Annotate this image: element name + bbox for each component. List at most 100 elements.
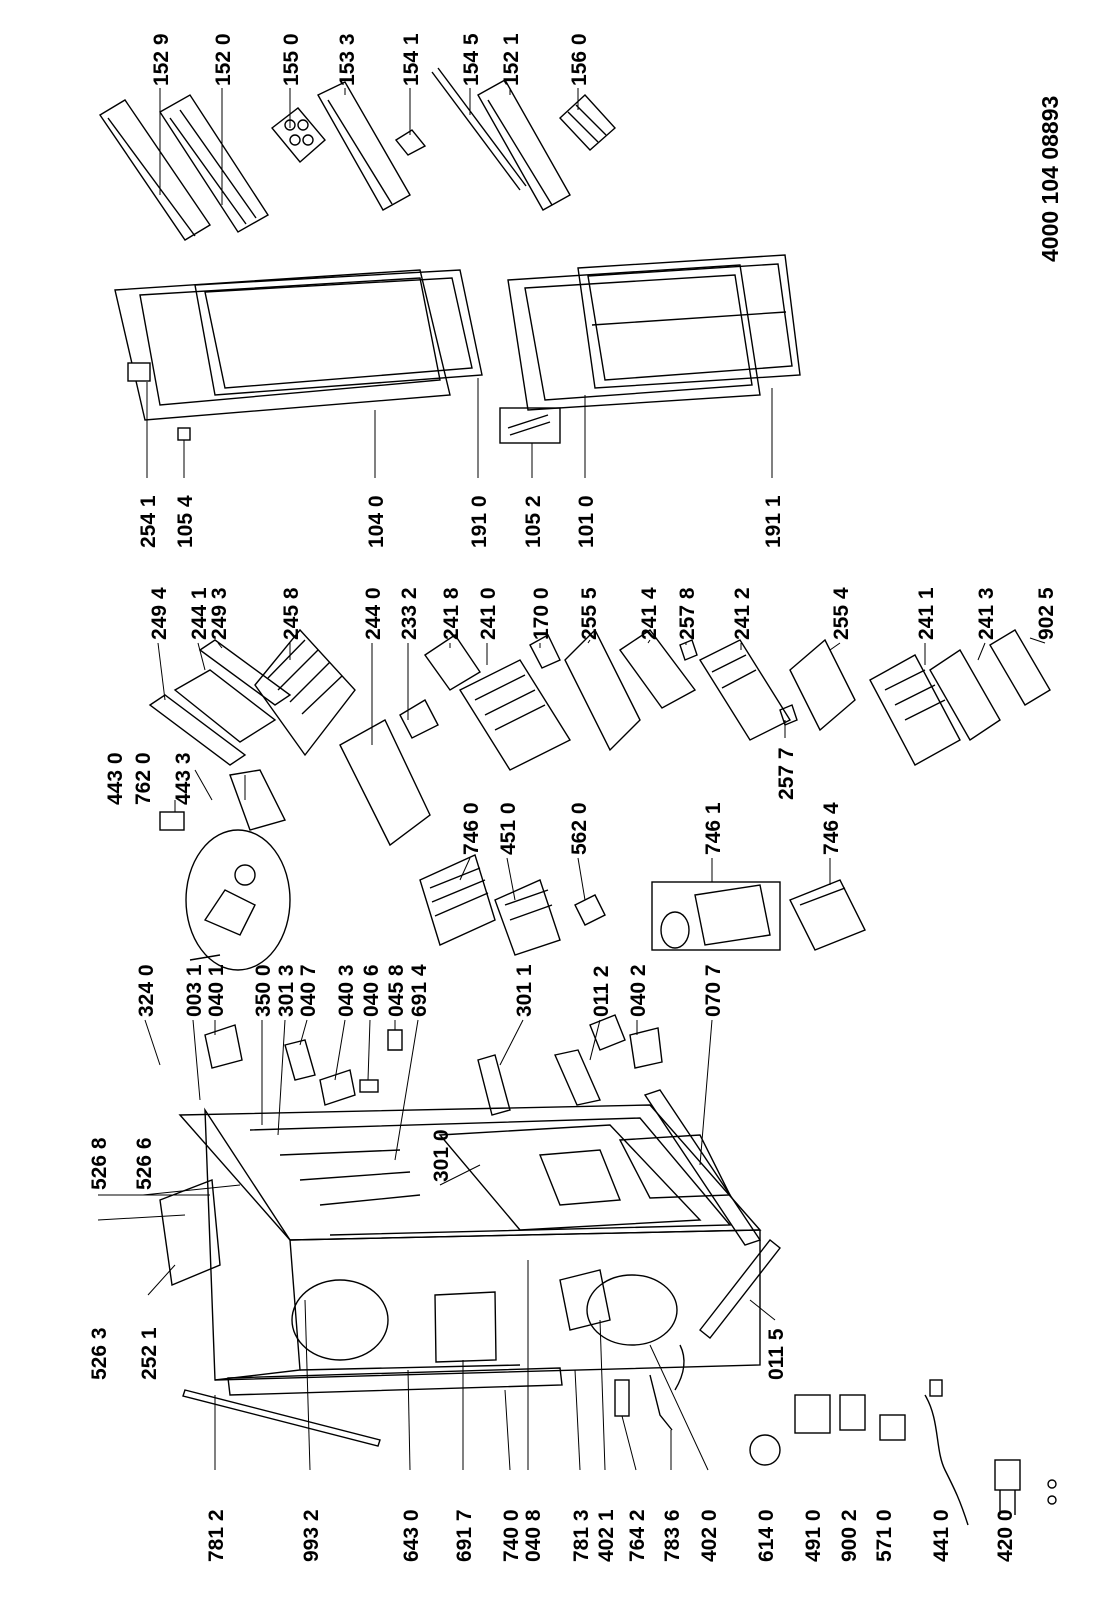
part-label-255-4: 255 4: [830, 587, 853, 640]
part-label-781-2: 781 2: [205, 1509, 228, 1562]
hinge-bracket-part: [284, 1039, 379, 1106]
part-label-152-0: 152 0: [212, 33, 235, 86]
part-label-011-2: 011 2: [590, 966, 613, 1017]
door-handle-part: [127, 362, 151, 382]
part-label-254-1: 254 1: [137, 495, 160, 548]
hinge-kit-part: [499, 407, 561, 444]
part-label-105-2: 105 2: [522, 495, 545, 548]
part-label-993-2: 993 2: [300, 1509, 323, 1562]
front-rail-part: [699, 1239, 781, 1339]
freezer-door-part: [507, 254, 801, 411]
part-label-691-7: 691 7: [453, 1509, 476, 1562]
part-label-011-5: 011 5: [765, 1328, 788, 1380]
ice-tray-part: [559, 94, 616, 151]
part-label-900-2: 900 2: [838, 1509, 861, 1562]
part-label-783-6: 783 6: [661, 1509, 684, 1562]
part-label-443-0: 443 0: [104, 752, 127, 805]
trim-strip-part: [989, 629, 1051, 706]
leader-lines: [97, 88, 1046, 1471]
cabinet-back-part: [214, 1230, 761, 1381]
bracket-small-part: [879, 1414, 906, 1441]
part-label-301-0: 301 0: [430, 1129, 453, 1182]
part-label-040-7: 040 7: [297, 964, 320, 1017]
part-label-526-3: 526 3: [88, 1327, 111, 1380]
thermostat-bracket-part: [574, 894, 606, 926]
shelf-clip-part: [394, 129, 427, 156]
cabinet-part: [178, 1104, 762, 1381]
part-label-191-1: 191 1: [762, 495, 785, 548]
part-label-301-1: 301 1: [513, 964, 536, 1017]
hinge-pin-part: [177, 427, 191, 441]
control-panel-kit-part: [651, 881, 781, 951]
part-label-040-6: 040 6: [360, 964, 383, 1017]
fan-cover-part: [159, 769, 287, 831]
lower-door-shelf-part: [477, 79, 571, 211]
part-label-526-6: 526 6: [133, 1137, 156, 1190]
part-label-249-3: 249 3: [208, 587, 231, 640]
condenser-part: [227, 1367, 563, 1396]
part-label-350-0: 350 0: [252, 964, 275, 1017]
part-label-764-2: 764 2: [626, 1509, 649, 1562]
part-label-241-4: 241 4: [638, 587, 661, 640]
part-label-324-0: 324 0: [135, 964, 158, 1017]
part-label-170-0: 170 0: [530, 587, 553, 640]
part-label-152-9: 152 9: [150, 33, 173, 86]
part-label-420-0: 420 0: [994, 1509, 1017, 1562]
plinth-part: [643, 1089, 762, 1246]
fridge-door-part: [114, 269, 483, 421]
part-label-152-1: 152 1: [500, 33, 523, 86]
drawer-rail-part: [529, 634, 561, 669]
freezer-plate-part: [789, 638, 856, 732]
drawer-stop-part: [679, 639, 798, 726]
overload-part: [794, 1394, 831, 1434]
part-label-104-0: 104 0: [365, 495, 388, 548]
part-label-241-8: 241 8: [440, 587, 463, 640]
part-label-241-3: 241 3: [975, 587, 998, 640]
part-label-402-0: 402 0: [698, 1509, 721, 1562]
freezer-flap-lower-part: [929, 649, 1001, 741]
part-label-101-0: 101 0: [575, 495, 598, 548]
top-panel-part: [159, 1179, 221, 1286]
wire-loom-part: [434, 1291, 497, 1363]
part-label-571-0: 571 0: [873, 1509, 896, 1562]
hinge-part: [204, 1024, 663, 1069]
part-label-154-5: 154 5: [460, 33, 483, 86]
part-label-156-0: 156 0: [568, 33, 591, 86]
fan-assembly-part: [185, 829, 291, 971]
egg-tray-part: [270, 107, 326, 164]
part-label-154-1: 154 1: [400, 33, 423, 86]
part-label-746-4: 746 4: [820, 802, 843, 855]
washers-part: [1047, 1479, 1057, 1505]
part-label-255-5: 255 5: [578, 587, 601, 640]
part-label-491-0: 491 0: [802, 1509, 825, 1562]
part-label-241-2: 241 2: [731, 587, 754, 640]
part-label-746-1: 746 1: [702, 802, 725, 855]
part-label-762-0: 762 0: [132, 752, 155, 805]
bottle-retainer-rod-part: [431, 67, 527, 191]
relay-part: [749, 1434, 781, 1466]
light-switch-part: [477, 1054, 511, 1116]
freezer-flap-part: [619, 629, 697, 709]
door-shelf-part: [159, 94, 269, 233]
lamp-cover-part: [554, 1049, 601, 1106]
part-label-526-8: 526 8: [88, 1137, 111, 1190]
control-housing-part: [789, 879, 866, 951]
pcb-holder-part: [589, 1014, 626, 1051]
part-label-781-3: 781 3: [570, 1509, 593, 1562]
part-label-040-3: 040 3: [335, 964, 358, 1017]
part-label-003-1: 003 1: [183, 964, 206, 1017]
side-strip-part: [182, 1389, 381, 1447]
part-label-241-1: 241 1: [915, 587, 938, 640]
door-shelf-lid-part: [99, 99, 211, 241]
part-label-244-1: 244 1: [188, 587, 211, 640]
part-label-045-8: 045 8: [385, 964, 408, 1017]
drawer-part: [399, 634, 572, 771]
part-label-040-1: 040 1: [205, 964, 228, 1017]
part-label-245-8: 245 8: [280, 587, 303, 640]
dryer-part: [614, 1379, 630, 1417]
part-label-257-8: 257 8: [676, 587, 699, 640]
crisper-cover-part: [339, 719, 431, 847]
part-label-040-2: 040 2: [627, 964, 650, 1017]
bolt-part: [387, 1029, 403, 1051]
